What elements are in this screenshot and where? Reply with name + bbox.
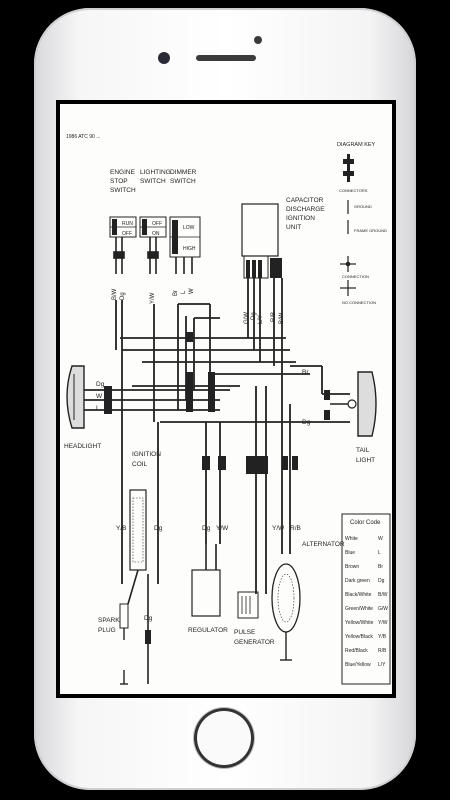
tail-light: TAIL LIGHT (324, 371, 377, 464)
switch-stubs (113, 237, 193, 274)
engine-stop-label-1: ENGINE (110, 169, 136, 176)
wire-label-l-dimmer: L (181, 290, 187, 294)
wire-label-ly-cdi: L/Y (258, 315, 264, 324)
lighting-switch: LIGHTING SWITCH OFF ON (139, 169, 171, 238)
color-code-name: Green/White (345, 606, 373, 612)
cdi-label-2: DISCHARGE (286, 206, 325, 213)
headlight-label: HEADLIGHT (64, 443, 101, 450)
connector-blocks (104, 332, 298, 474)
color-code-name: Brown (345, 564, 359, 570)
tail-light-label-1: TAIL (356, 447, 370, 454)
dimmer-label-2: SWITCH (170, 178, 196, 185)
diagram-header: 1986 ATC 90 ... (66, 134, 100, 140)
dimmer-label-1: DIMMER (170, 169, 197, 176)
ignition-coil-label-1: IGNITION (132, 451, 161, 458)
spark-plug-label-2: PLUG (98, 627, 116, 634)
alternator: ALTERNATOR (271, 541, 345, 661)
wire-label-yw-alternator: Y/W (272, 525, 285, 532)
key-ground: GROUND (354, 204, 372, 209)
cdi-label-4: UNIT (286, 224, 301, 231)
wiring-diagram-image[interactable]: 1986 ATC 90 ... ENGINE STOP SWITCH RUN O… (60, 104, 392, 694)
wire-label-l-headlight: L (96, 405, 100, 412)
key-frame-ground: FRAME GROUND (354, 228, 387, 233)
color-code-name: Blue/Yellow (345, 662, 371, 668)
color-code-abbr: L (378, 550, 381, 556)
pulse-generator: PULSE GENERATOR (234, 591, 275, 646)
earpiece-speaker (196, 55, 256, 61)
ignition-coil: IGNITION COIL (129, 451, 161, 571)
color-code-abbr: G/W (378, 606, 388, 612)
wire-label-yb-coil: Y/B (116, 525, 126, 532)
spark-plug-label-1: SPARK (98, 617, 120, 624)
lighting-label-2: SWITCH (140, 178, 166, 185)
wire-label-dg-headlight: Dg (96, 381, 105, 388)
color-code-title: Color Code (350, 520, 381, 526)
wire-label-rb-alternator: R/B (290, 525, 301, 532)
wiring-diagram: 1986 ATC 90 ... ENGINE STOP SWITCH RUN O… (64, 134, 391, 685)
dimmer-switch: DIMMER SWITCH LOW HIGH (169, 169, 201, 258)
color-code-abbr: Y/W (378, 620, 388, 626)
wire-label-bw-stop: B/W (112, 288, 118, 300)
wire-label-w-headlight: W (96, 393, 103, 400)
screen: 1986 ATC 90 ... ENGINE STOP SWITCH RUN O… (56, 100, 396, 698)
dimmer-state-high: HIGH (183, 246, 196, 252)
regulator: REGULATOR (188, 544, 228, 634)
regulator-label: REGULATOR (188, 627, 228, 634)
lighting-state-on: ON (152, 231, 160, 237)
color-code-abbr: Y/B (378, 634, 387, 640)
front-camera (158, 52, 170, 64)
color-code-abbr: Br (378, 564, 383, 570)
diagram-key: DIAGRAM KEY CONNECTORS GROUND FRAME GROU… (337, 142, 387, 305)
cdi-label-3: IGNITION (286, 215, 315, 222)
stop-state-run: RUN (122, 221, 133, 227)
color-code-name: White (345, 536, 358, 542)
wire-label-dg-coil: Dg (154, 525, 163, 532)
color-code-name: Yellow/White (345, 620, 374, 626)
dimmer-state-low: LOW (183, 225, 195, 231)
color-code-abbr: Dg (378, 578, 385, 584)
lighting-state-off: OFF (152, 221, 162, 227)
lighting-label-1: LIGHTING (140, 169, 171, 176)
wire-label-dg-regulator: Dg (202, 525, 211, 532)
engine-stop-label-2: STOP (110, 178, 128, 185)
ignition-coil-label-2: COIL (132, 461, 148, 468)
key-connectors: CONNECTORS (339, 188, 368, 193)
key-connection: CONNECTION (342, 274, 369, 279)
wire-label-br-tail: Br (302, 369, 309, 376)
color-code-name: Dark green (345, 578, 370, 584)
wire-label-dg-tail: Dg (302, 419, 311, 426)
wire-label-yw-lighting: Y/W (150, 292, 156, 304)
engine-stop-switch: ENGINE STOP SWITCH RUN OFF (109, 169, 137, 238)
alternator-label: ALTERNATOR (302, 541, 345, 548)
wire-label-gw-cdi: G/W (244, 312, 250, 324)
headlight: HEADLIGHT (64, 365, 104, 450)
color-code-abbr: W (378, 536, 383, 542)
proximity-sensor (254, 36, 262, 44)
home-button[interactable] (194, 708, 254, 768)
pulse-generator-label-1: PULSE (234, 629, 256, 636)
color-code-name: Blue (345, 550, 355, 556)
wire-label-w-dimmer: W (189, 288, 195, 294)
color-code-abbr: L/Y (378, 662, 386, 668)
color-code-name: Yellow/Black (345, 634, 373, 640)
color-code-name: Red/Black (345, 648, 368, 654)
stop-state-off: OFF (122, 231, 132, 237)
wire-label-br-dimmer: Br (173, 290, 179, 296)
diagram-key-title: DIAGRAM KEY (337, 142, 376, 148)
spark-plug: SPARK PLUG (98, 569, 151, 685)
color-code-abbr: B/W (378, 592, 388, 598)
wire-label-dg-spark: Dg (144, 615, 153, 622)
color-code-name: Black/White (345, 592, 372, 598)
wire-label-yw-regulator: Y/W (216, 525, 229, 532)
wire-label-dg-stop: Dg (120, 292, 126, 300)
engine-stop-label-3: SWITCH (110, 187, 136, 194)
cdi-label-1: CAPACITOR (286, 197, 324, 204)
color-code-abbr: R/B (378, 648, 387, 654)
key-no-connection: NO CONNECTION (342, 300, 376, 305)
tail-light-label-2: LIGHT (356, 457, 375, 464)
cdi-unit: CAPACITOR DISCHARGE IGNITION UNIT (241, 197, 325, 279)
pulse-generator-label-2: GENERATOR (234, 639, 275, 646)
